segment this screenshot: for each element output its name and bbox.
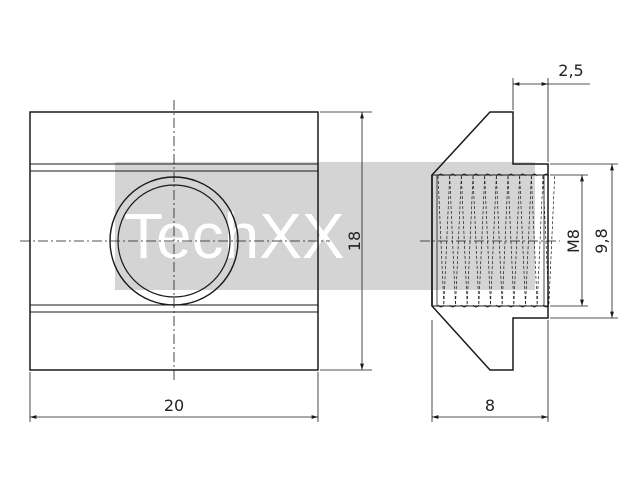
thread-crest [472,173,480,177]
thread-crest [437,173,445,177]
dimension-width: 20 [29,372,319,422]
thread-line [507,175,521,306]
thread-crest [461,173,468,177]
thread-root [507,304,515,308]
thread-line [542,175,556,306]
thread-root [496,304,503,308]
thread-line [449,175,462,306]
thread-root [449,304,456,308]
thread-crest [496,173,503,177]
thread-crest [507,173,515,177]
thread-root [437,304,445,308]
thread-crest [531,173,538,177]
watermark-text: TechXX [124,200,345,272]
thread-root [542,304,550,308]
thread-crest [519,173,526,177]
thread-root [484,304,491,308]
thread-crest [484,173,491,177]
thread-crest [449,173,456,177]
dimension-height-label: 18 [345,231,364,251]
dimension-step: 2,5 [512,61,590,162]
thread-line [530,175,544,306]
dimension-thread-label: M8 [564,229,583,253]
thread-root [519,304,526,308]
dimension-bore-label: 9,8 [592,228,611,253]
side-view [420,111,560,371]
thread-root [461,304,468,308]
dimension-width-label: 20 [164,396,184,415]
dimension-height: 18 [320,111,372,371]
front-view [20,100,330,382]
thread-line [519,175,532,306]
thread-root [472,304,480,308]
thread-line [437,175,451,306]
dimension-depth-label: 8 [485,396,495,415]
dimension-depth: 8 [431,320,549,422]
dimension-thread: M8 [550,174,588,307]
thread-line [495,175,509,306]
thread-crest [542,173,550,177]
watermark: TechXX [115,162,535,290]
dimension-step-label: 2,5 [558,61,583,80]
thread-root [531,304,538,308]
thread-line [484,175,497,306]
thread-line [472,175,486,306]
thread-line [460,175,474,306]
dimension-bore: 9,8 [550,163,618,319]
